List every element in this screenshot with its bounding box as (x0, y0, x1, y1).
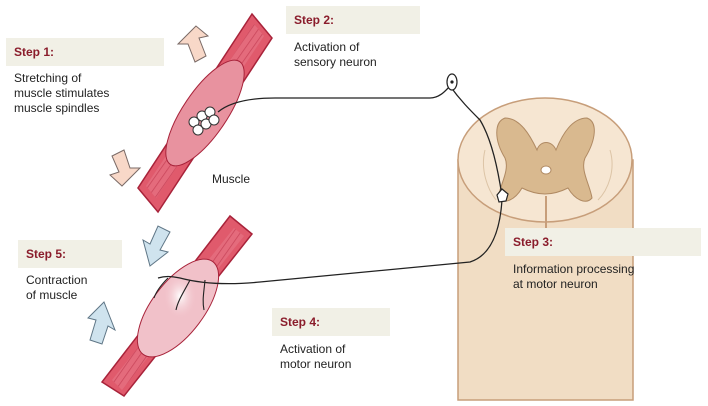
muscle-spindle-coils (188, 106, 220, 136)
step-5-title: Step 5: (18, 240, 122, 268)
arrow-inward-icon (87, 225, 171, 345)
step-2-title: Step 2: (286, 6, 420, 34)
arrow-outward-icon (109, 25, 210, 187)
step-2-description: Activation of sensory neuron (294, 40, 377, 69)
step-5-description: Contraction of muscle (26, 273, 88, 302)
step-4-callout: Step 4: Activation of motor neuron (272, 308, 390, 372)
step-1-callout: Step 1: Stretching of muscle stimulates … (6, 38, 164, 118)
step-4-title: Step 4: (272, 308, 390, 336)
muscle-stretched (137, 12, 273, 214)
step-3-title: Step 3: (505, 228, 701, 256)
motor-neuron (153, 188, 509, 311)
step-4-description: Activation of motor neuron (280, 342, 352, 371)
step-5-callout: Step 5: Contraction of muscle (18, 240, 122, 304)
step-1-description: Stretching of muscle stimulates muscle s… (14, 71, 110, 115)
sensory-neuron (217, 73, 503, 197)
muscle-label: Muscle (212, 172, 251, 186)
step-3-callout: Step 3: Information processing at motor … (505, 228, 701, 292)
motor-neuron-cell-body-icon (496, 188, 509, 203)
step-2-callout: Step 2: Activation of sensory neuron (286, 6, 420, 70)
step-3-description: Information processing at motor neuron (513, 262, 635, 291)
step-1-title: Step 1: (6, 38, 164, 66)
